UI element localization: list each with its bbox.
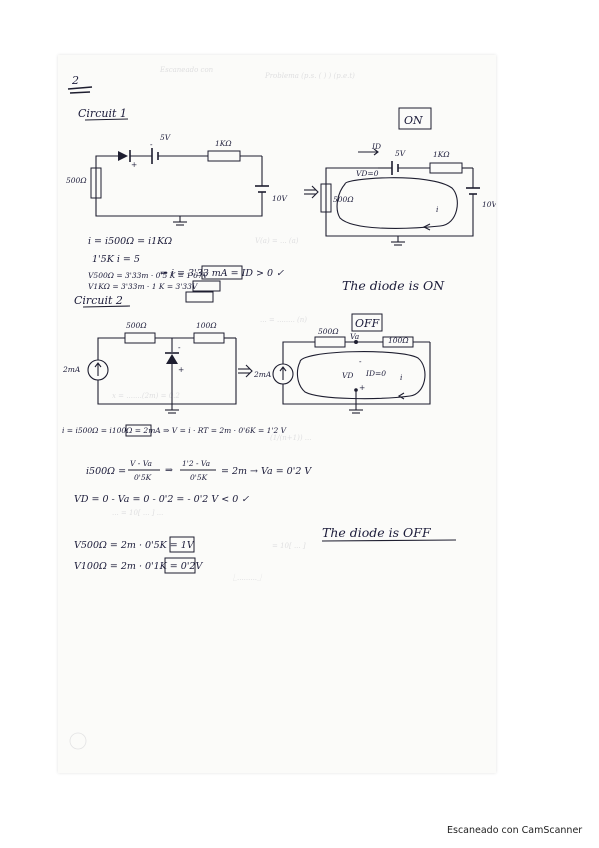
eq-v500-c2: V500Ω = 2m · 0'5K = 1V (74, 540, 195, 551)
c2off-va: Va (350, 332, 359, 341)
c2-100: 100Ω (196, 321, 217, 330)
bleed-through-marks: Problema (p.s. ( ) ) (p.e.t) Escaneado c… (69, 66, 355, 750)
c1on-1k: 1KΩ (433, 150, 450, 159)
eq-current-result: ⇒ i = 3'33 mA = ID > 0 ✓ (160, 268, 284, 279)
circuit1-heading: Circuit 1 (78, 107, 127, 120)
arrow-to-off (238, 364, 253, 378)
svg-text:0'5K: 0'5K (134, 473, 152, 482)
c2off-src: 2mA (253, 370, 272, 379)
page-number-text: 2 (71, 74, 79, 87)
c1on-id: ID (371, 142, 381, 151)
on-label: ON (404, 114, 423, 127)
c1on-10v: 10V (482, 200, 496, 209)
c2off-id: ID=0 (365, 369, 386, 378)
svg-text:Problema (p.s. ( ) ) (p.e.t): Problema (p.s. ( ) ) (p.e.t) (264, 72, 355, 80)
circuit1-schematic (90, 148, 269, 226)
svg-text:V(a) = ... (a): V(a) = ... (a) (255, 237, 299, 245)
c2off-i: i (400, 373, 403, 382)
c1-label-500: 500Ω (66, 176, 87, 185)
c1-plus: + (131, 160, 137, 169)
eq-va-fraction: i500Ω = V - Va 0'5K ⇒ 1'2 - Va 0'5K = 2m… (86, 459, 312, 482)
c1-label-5v: 5V (160, 133, 172, 142)
notebook-page: Problema (p.s. ( ) ) (p.e.t) Escaneado c… (58, 55, 496, 773)
svg-text:(1/(n+1)) ...: (1/(n+1)) ... (270, 434, 311, 442)
eq-vd: VD = 0 - Va = 0 - 0'2 = - 0'2 V < 0 ✓ (74, 494, 249, 505)
circuit2-off-schematic (272, 336, 431, 414)
c2-minus: - (178, 343, 181, 352)
svg-text:1'2 - Va: 1'2 - Va (182, 459, 210, 468)
eq-kvl: 1'5K i = 5 (92, 254, 140, 265)
c2off-minus: - (359, 357, 362, 366)
c2-500: 500Ω (126, 321, 147, 330)
c1on-5v: 5V (395, 149, 407, 158)
c1-label-1k: 1KΩ (215, 139, 232, 148)
svg-text:i500Ω =: i500Ω = (86, 466, 126, 477)
c2off-vd: VD (342, 371, 353, 380)
page-number: 2 (67, 74, 93, 94)
conclusion-off: The diode is OFF (322, 525, 432, 540)
scanner-watermark: Escaneado con CamScanner (447, 825, 583, 836)
handwritten-notes: Problema (p.s. ( ) ) (p.e.t) Escaneado c… (62, 66, 496, 750)
c1-label-10v: 10V (272, 194, 289, 203)
svg-text:V - Va: V - Va (130, 459, 152, 468)
eq-v1k: V1KΩ = 3'33m · 1 K = 3'33V (88, 282, 199, 291)
circuit2-heading: Circuit 2 (74, 294, 123, 307)
svg-text:... = 10[ ... ] ...: ... = 10[ ... ] ... (112, 509, 163, 517)
svg-text:Escaneado con: Escaneado con (159, 66, 214, 74)
svg-text:= 10[ ... ]: = 10[ ... ] (272, 542, 306, 550)
c2off-100: 100Ω (388, 336, 409, 345)
c1on-vd: VD=0 (356, 169, 379, 178)
svg-text:0'5K: 0'5K (190, 473, 208, 482)
c2off-plus: + (359, 383, 365, 392)
on-label-box: ON (398, 107, 432, 130)
eq-current-equal: i = i500Ω = i1KΩ (88, 236, 172, 247)
svg-text:= 2m → Va = 0'2 V: = 2m → Va = 0'2 V (221, 466, 312, 477)
c1on-i: i (436, 205, 439, 214)
c2-plus: + (178, 365, 184, 374)
conclusion-on: The diode is ON (342, 278, 445, 293)
svg-text:x = .......(2m) = 0.2: x = .......(2m) = 0.2 (112, 392, 180, 400)
circuit1-on-schematic (320, 148, 480, 246)
eq-c2-current: i = i500Ω = i100Ω = 2mA ⇒ V = i · RT = 2… (62, 426, 288, 435)
svg-text:... = ........ (n): ... = ........ (n) (260, 316, 307, 324)
circuit2-schematic (87, 332, 237, 414)
c1on-500: 500Ω (333, 195, 354, 204)
arrow-to-on (304, 185, 319, 199)
c2off-500: 500Ω (318, 327, 339, 336)
c2-src: 2mA (62, 365, 81, 374)
eq-v500: V500Ω = 3'33m · 0'5 K = 1'67V (88, 271, 210, 280)
svg-text:⎿.........⏌: ⎿.........⏌ (230, 573, 264, 582)
off-label-box: OFF (351, 313, 383, 332)
svg-text:⇒: ⇒ (165, 465, 173, 476)
c1-minus: - (150, 140, 153, 149)
eq-v100-c2: V100Ω = 2m · 0'1K = 0'2V (74, 561, 203, 572)
off-label: OFF (355, 317, 380, 330)
